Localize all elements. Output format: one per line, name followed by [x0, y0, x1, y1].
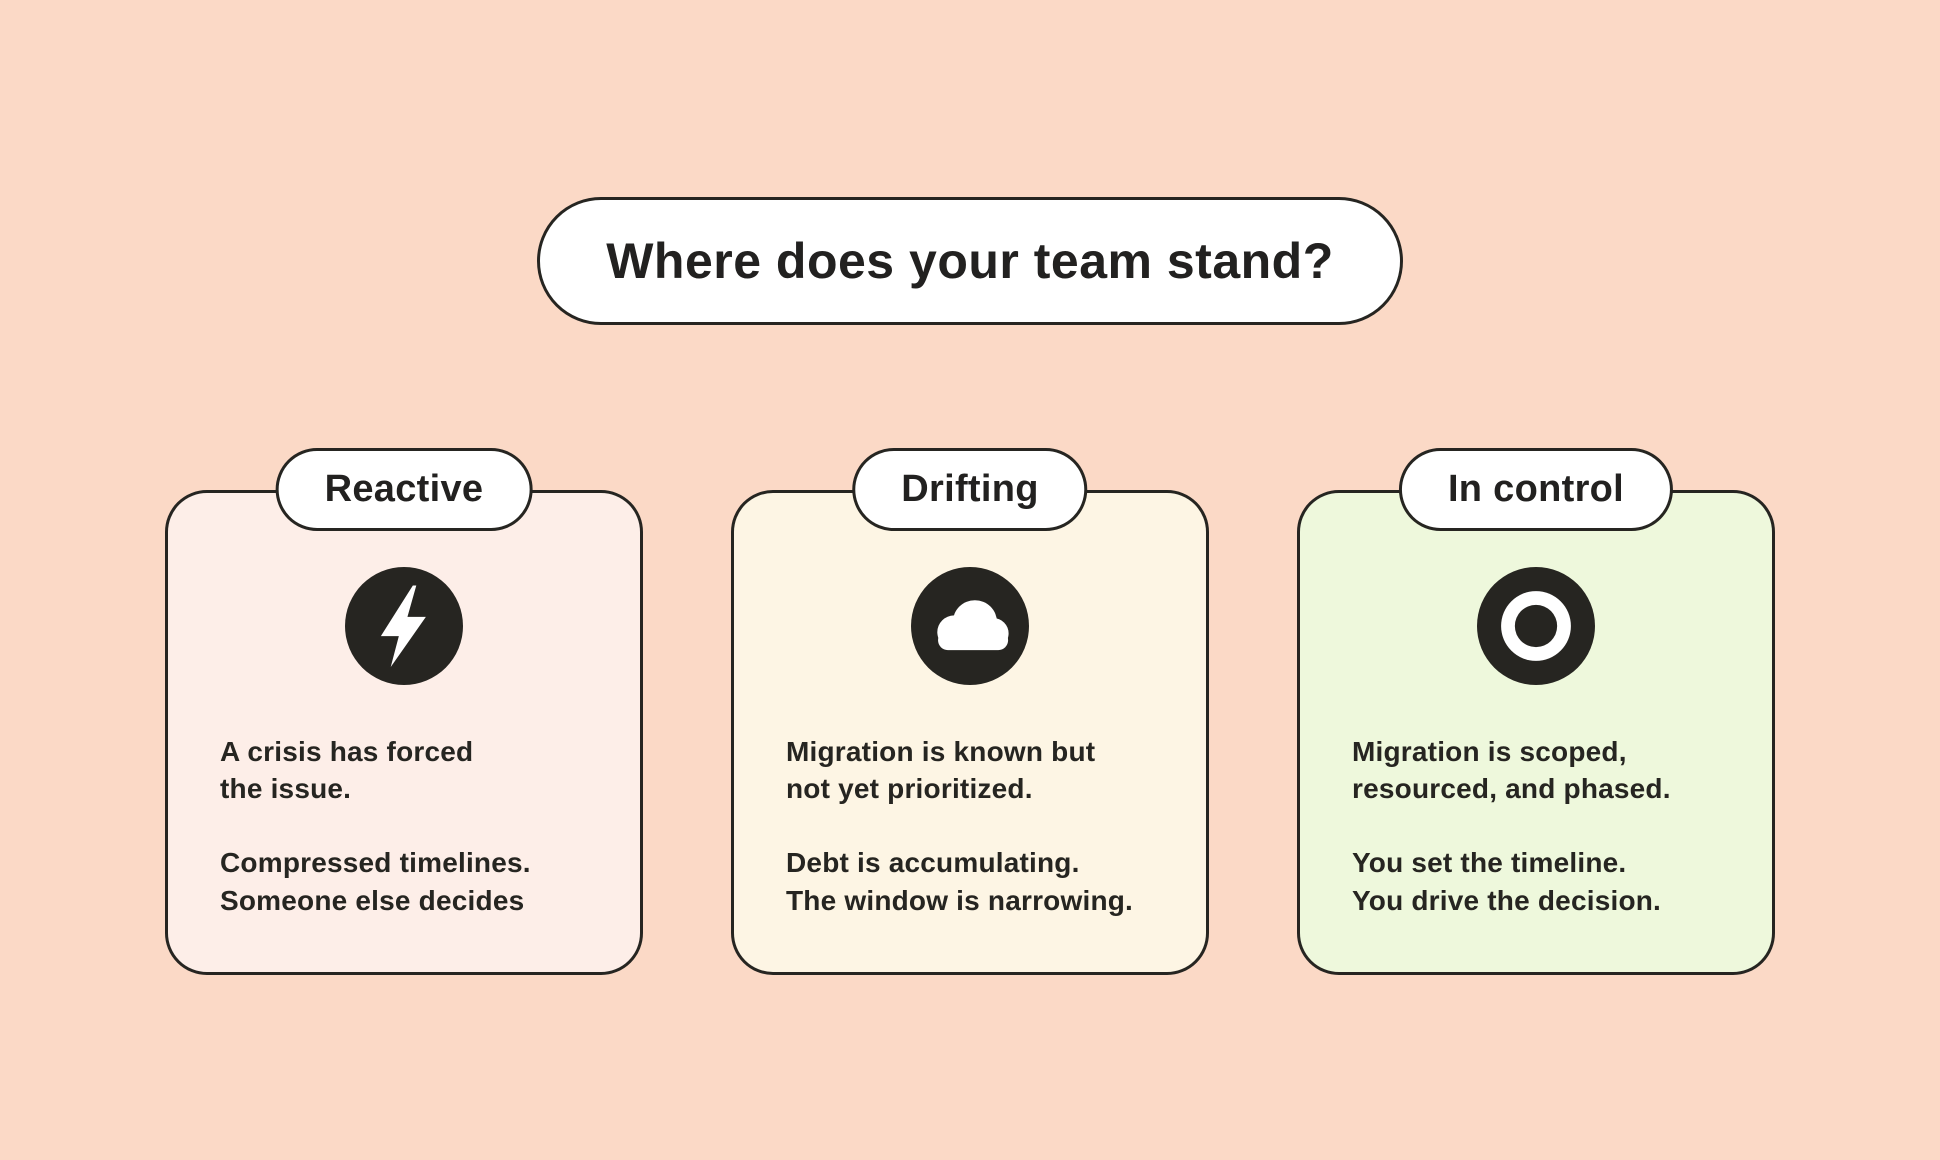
card-in-control-header-pill: In control	[1398, 448, 1674, 531]
card-reactive-paragraph-2: Compressed timelines. Someone else decid…	[220, 847, 531, 916]
card-drifting-header-pill: Drifting	[852, 448, 1088, 531]
card-reactive-title: Reactive	[324, 468, 484, 510]
lightning-icon	[345, 567, 463, 685]
card-reactive-header-pill: Reactive	[275, 448, 533, 531]
card-in-control-body: Migration is scoped, resourced, and phas…	[1300, 733, 1772, 919]
card-reactive: Reactive A crisis has forced the issue. …	[165, 448, 643, 975]
card-in-control: In control Migration is scoped, resource…	[1297, 448, 1775, 975]
card-drifting-body: Migration is known but not yet prioritiz…	[734, 733, 1206, 919]
card-reactive-body: A crisis has forced the issue. Compresse…	[168, 733, 640, 919]
card-in-control-paragraph-2: You set the timeline. You drive the deci…	[1352, 847, 1662, 916]
card-drifting-paragraph-2: Debt is accumulating. The window is narr…	[786, 847, 1134, 916]
card-drifting: Drifting Migration is known but not yet …	[731, 448, 1209, 975]
target-icon	[1477, 567, 1595, 685]
card-reactive-paragraph-1: A crisis has forced the issue.	[220, 736, 474, 805]
cards-row: Reactive A crisis has forced the issue. …	[165, 448, 1775, 975]
page-title: Where does your team stand?	[606, 233, 1334, 289]
card-drifting-paragraph-1: Migration is known but not yet prioritiz…	[786, 736, 1096, 805]
card-in-control-paragraph-1: Migration is scoped, resourced, and phas…	[1352, 736, 1671, 805]
cloud-icon	[911, 567, 1029, 685]
card-drifting-title: Drifting	[901, 468, 1039, 510]
title-pill: Where does your team stand?	[537, 197, 1403, 325]
card-in-control-title: In control	[1447, 468, 1625, 510]
